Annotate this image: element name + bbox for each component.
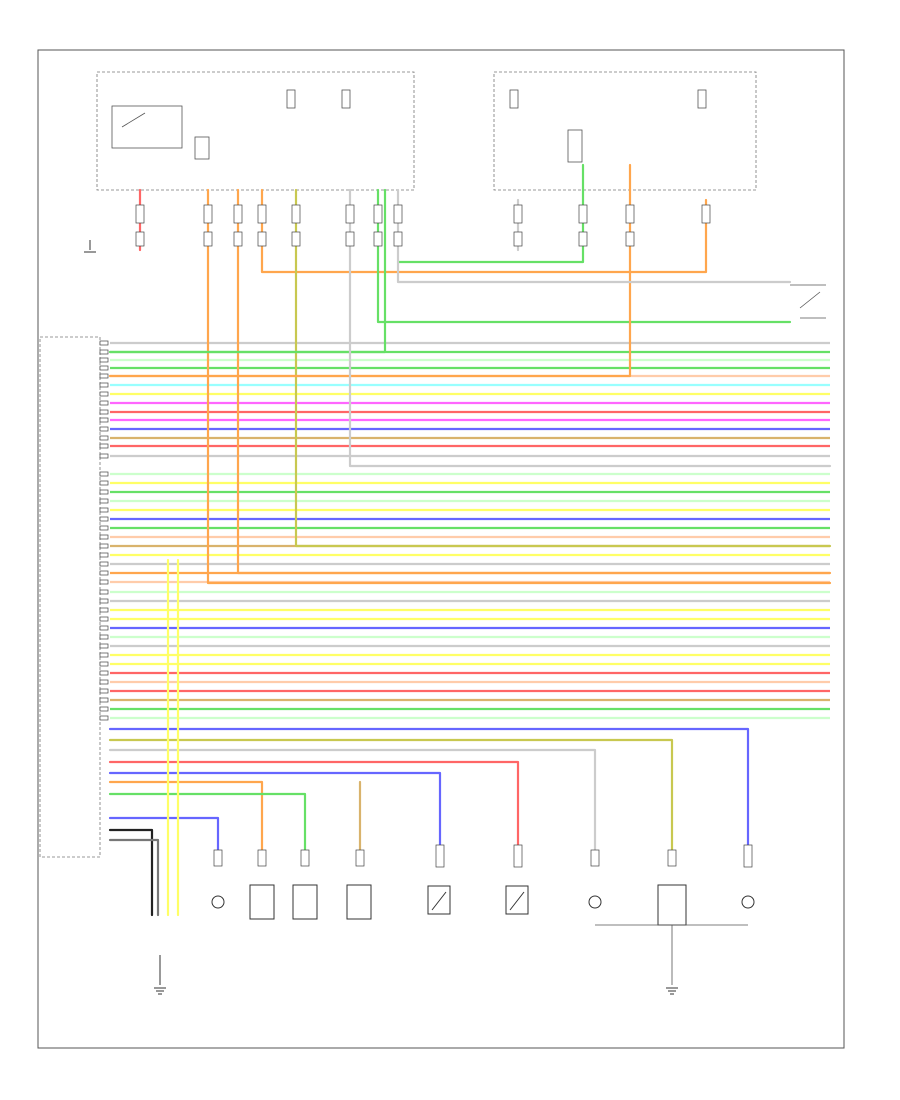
feeder-wires — [108, 163, 832, 585]
ecu-pin-14 — [99, 453, 109, 459]
lower-connectors — [213, 844, 753, 868]
top-connectors — [135, 204, 711, 247]
ecu-pin-33 — [99, 634, 109, 640]
ecu-pin-15 — [99, 471, 109, 477]
ecu-pin-38 — [99, 679, 109, 685]
ecu-pin-25 — [99, 561, 109, 567]
ecu-pin-17 — [99, 489, 109, 495]
ecu-pin-1 — [99, 340, 109, 346]
ecu-pin-31 — [99, 616, 109, 622]
ecu-pin-40 — [99, 697, 109, 703]
ecu-pin-29 — [99, 598, 109, 604]
ecu-pin-36 — [99, 661, 109, 667]
ecu-pin-10 — [99, 417, 109, 423]
ecu-pin-30 — [99, 607, 109, 613]
ecu-pin-12 — [99, 435, 109, 441]
ecu-pin-19 — [99, 507, 109, 513]
lower-wires — [108, 558, 750, 917]
ecu-pin-11 — [99, 426, 109, 432]
ecu-pin-27 — [99, 579, 109, 585]
ground-symbols — [84, 240, 678, 995]
ecu-pin-13 — [99, 443, 109, 449]
ecu-pin-5 — [99, 373, 109, 379]
starter-relay — [111, 105, 210, 160]
ecu-pin-37 — [99, 670, 109, 676]
ecu-pin-4 — [99, 365, 109, 371]
ecu-pin-6 — [99, 382, 109, 388]
ecu-pin-32 — [99, 625, 109, 631]
diagram-frame — [37, 49, 845, 1049]
ecu-pin-2 — [99, 349, 109, 355]
ecu-pin-3 — [99, 357, 109, 363]
brake-switch — [790, 284, 826, 319]
ecu-pin-23 — [99, 543, 109, 549]
fuse-box-top-right — [493, 71, 757, 191]
fuse-box-top-left — [96, 71, 415, 191]
ecu-pin-9 — [99, 409, 109, 415]
ecu-pin-41 — [99, 706, 109, 712]
ecu-left-border — [39, 336, 101, 858]
ecu-pin-42 — [99, 715, 109, 721]
ecu-pin-18 — [99, 498, 109, 504]
ecu-pin-20 — [99, 516, 109, 522]
ecu-wire-bundle — [99, 340, 830, 721]
sensor-components — [211, 884, 755, 985]
ecu-pin-24 — [99, 552, 109, 558]
ecu-pin-34 — [99, 643, 109, 649]
ecu-pin-21 — [99, 525, 109, 531]
ecu-pin-28 — [99, 589, 109, 595]
ecu-pin-26 — [99, 570, 109, 576]
fuse-group-top — [286, 89, 707, 163]
ecu-pin-16 — [99, 480, 109, 486]
ecu-pin-8 — [99, 400, 109, 406]
ecu-pin-35 — [99, 652, 109, 658]
ecu-pin-39 — [99, 688, 109, 694]
ecu-pin-7 — [99, 391, 109, 397]
ecu-pin-22 — [99, 534, 109, 540]
